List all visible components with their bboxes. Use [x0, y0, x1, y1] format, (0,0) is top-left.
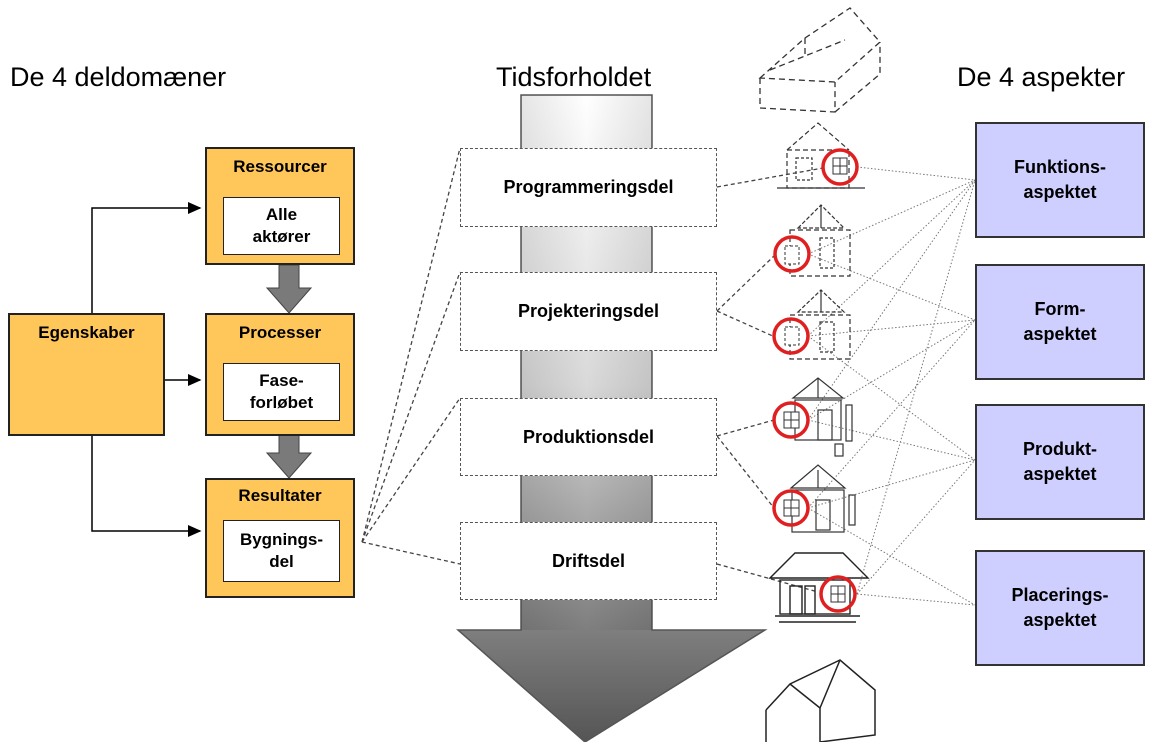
time-to-house-lines	[716, 167, 824, 593]
processer-inner: Fase- forløbet	[223, 363, 340, 421]
house-drawing-2	[789, 204, 851, 277]
window-highlight-4	[772, 401, 810, 439]
processer-title: Processer	[238, 323, 322, 342]
resultater-title: Resultater	[238, 486, 322, 505]
domain-flow-arrows	[265, 264, 313, 479]
egenskaber-connectors	[91, 202, 202, 537]
window-highlight-5	[772, 489, 810, 527]
house-wireframe-top	[758, 7, 881, 113]
resultater-inner: Bygnings- del	[223, 520, 340, 582]
house-drawing-4	[791, 377, 853, 457]
aspect-placering: Placerings- aspektet	[975, 550, 1145, 666]
time-part-drift: Driftsdel	[460, 522, 717, 600]
aspect-funktion: Funktions- aspektet	[975, 122, 1145, 238]
window-highlight-3	[772, 317, 810, 355]
window-highlight-6	[819, 575, 857, 613]
house-drawing-3	[789, 289, 851, 360]
ressourcer-title: Ressourcer	[233, 157, 327, 176]
resultater-box: Resultater Bygnings- del	[205, 478, 355, 598]
time-part-programmering: Programmeringsdel	[460, 148, 717, 227]
window-highlight-1	[821, 148, 859, 186]
processer-box: Processer Fase- forløbet	[205, 313, 355, 436]
highlighted-windows	[772, 148, 859, 613]
house-drawing-1	[777, 122, 865, 189]
aspect-produkt: Produkt- aspektet	[975, 404, 1145, 520]
ressourcer-inner: Alle aktører	[223, 197, 340, 255]
result-to-time-lines	[361, 147, 461, 565]
time-part-produktion: Produktionsdel	[460, 398, 717, 476]
right-heading: De 4 aspekter	[957, 62, 1126, 92]
ressourcer-box: Ressourcer Alle aktører	[205, 147, 355, 265]
middle-heading: Tidsforholdet	[496, 62, 652, 92]
left-heading: De 4 deldomæner	[10, 62, 227, 92]
house-outline-bottom	[765, 659, 876, 742]
window-highlight-2	[773, 235, 811, 273]
egenskaber-label: Egenskaber	[38, 323, 135, 342]
aspect-form: Form- aspektet	[975, 264, 1145, 380]
time-part-projektering: Projekteringsdel	[460, 272, 717, 351]
egenskaber-box: Egenskaber	[8, 313, 165, 436]
window-to-aspect-lines	[807, 166, 976, 606]
